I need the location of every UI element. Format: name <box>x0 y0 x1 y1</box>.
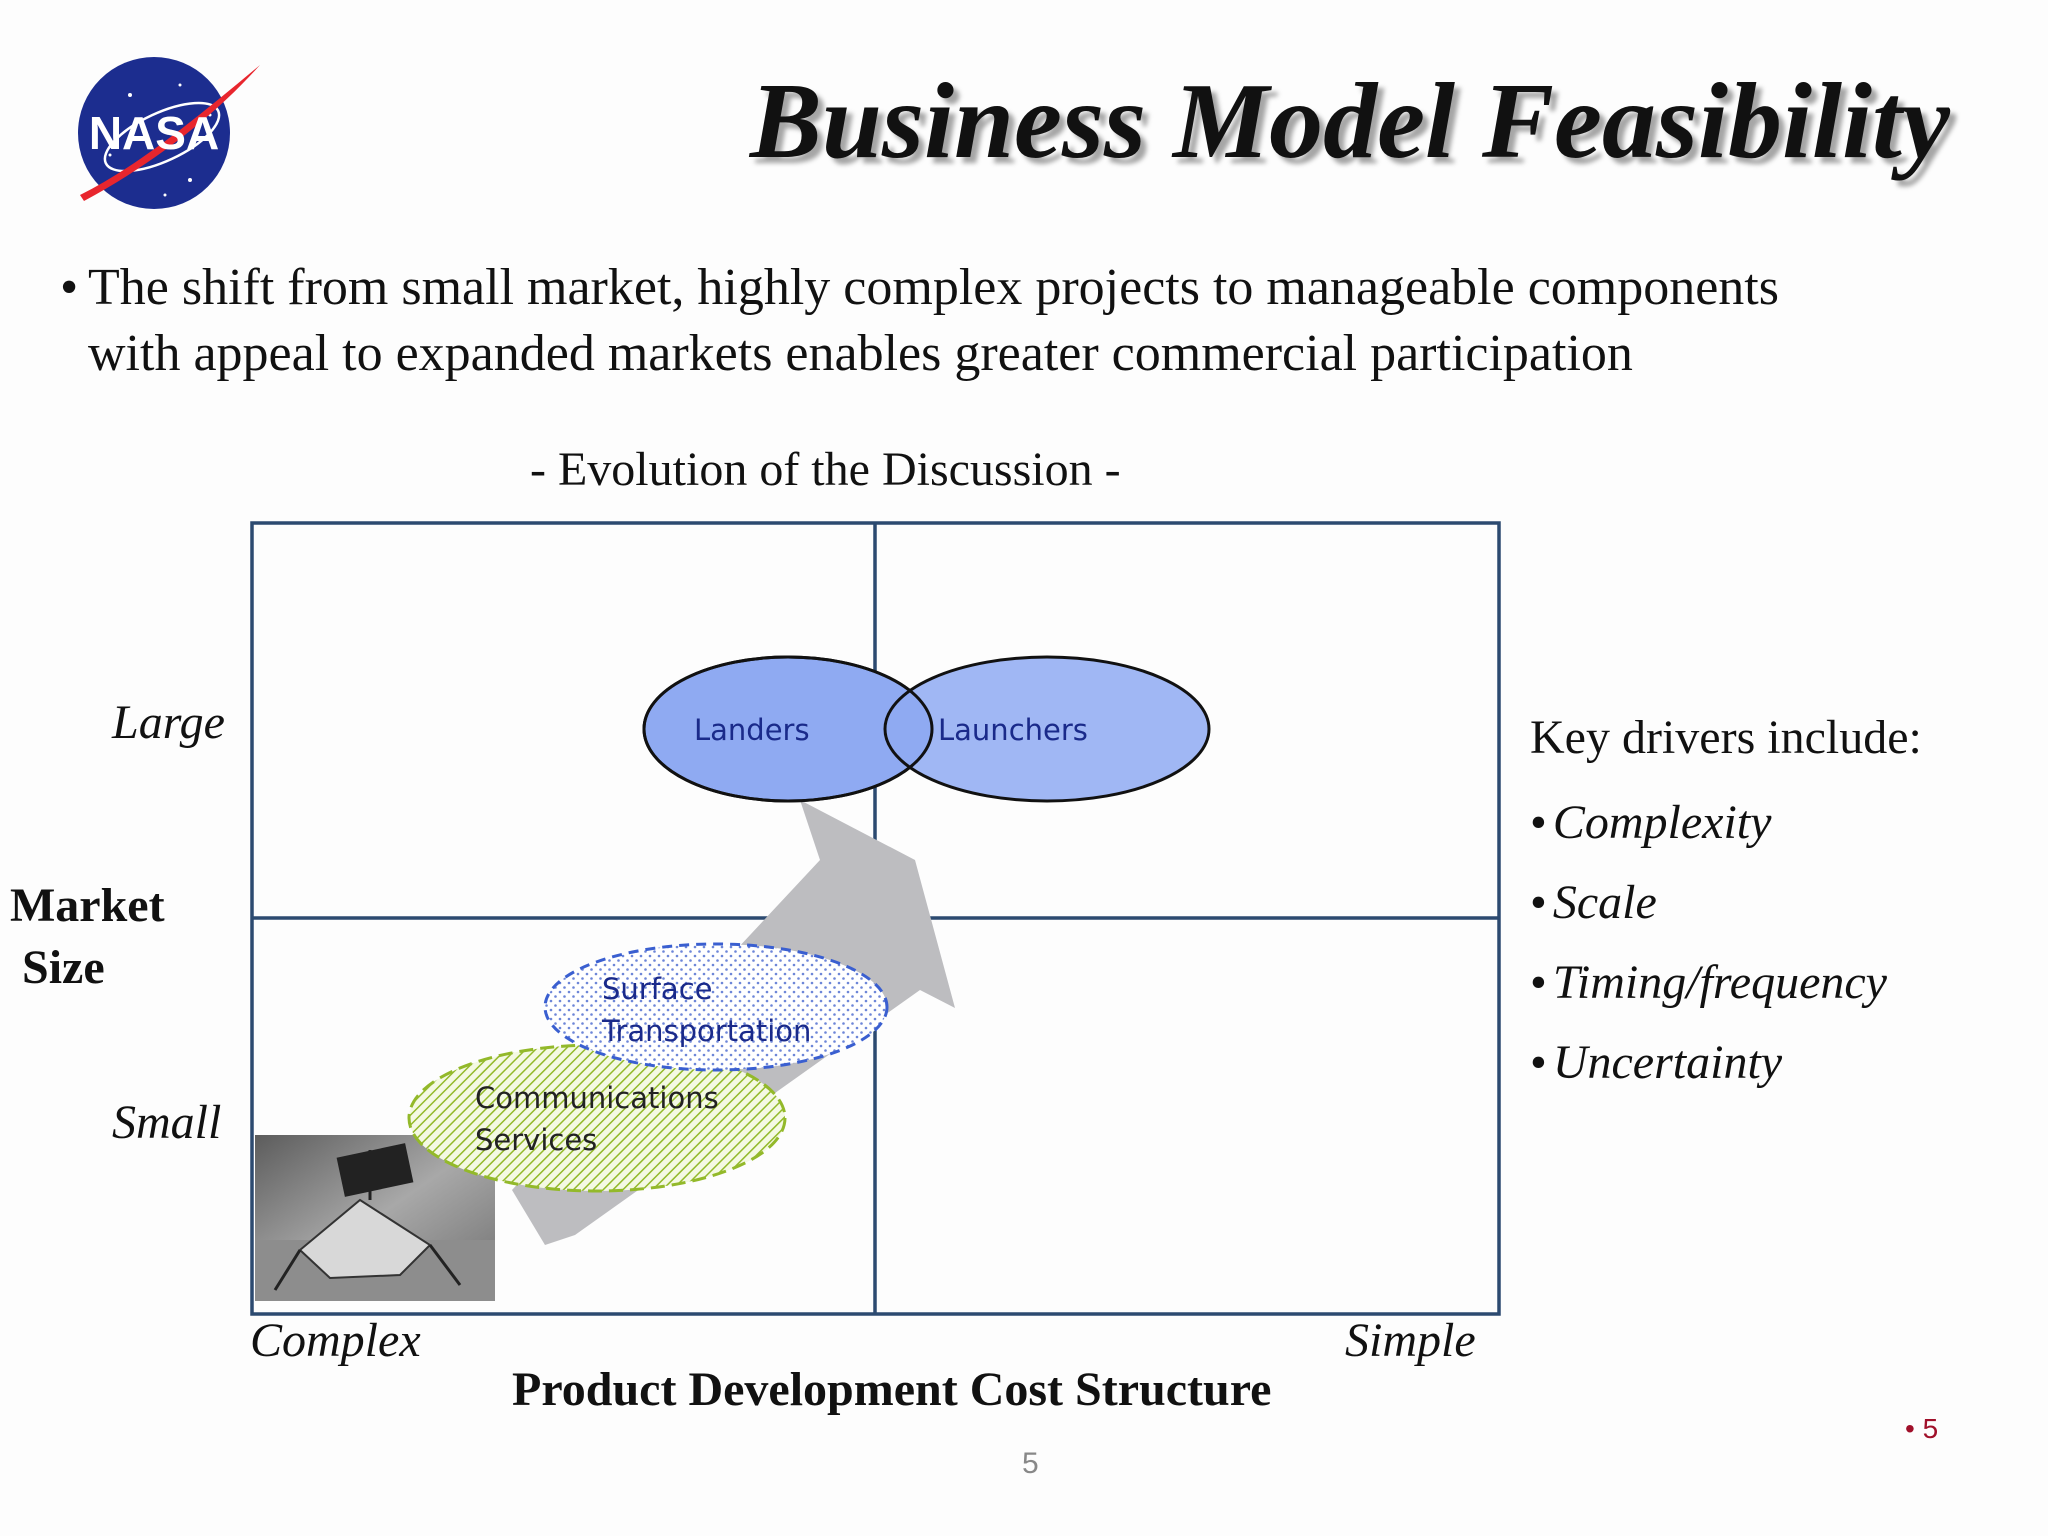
bullet-marker: • <box>60 259 79 316</box>
communications-label-line-2: Services <box>475 1123 597 1157</box>
nasa-logo: NASA <box>78 57 260 209</box>
driver-item: •Complexity <box>1530 796 1772 849</box>
key-drivers-panel: Key drivers include: •Complexity •Scale … <box>1530 710 1922 1103</box>
x-axis-title: Product Development Cost Structure <box>512 1363 1272 1416</box>
driver-item: •Timing/frequency <box>1530 956 1887 1009</box>
surface-label-line-2: Transportation <box>601 1014 811 1048</box>
x-axis-left-label: Complex <box>250 1314 421 1367</box>
slide-title: Business Model Feasibility <box>749 62 1950 181</box>
surface-transportation-oval <box>543 942 889 1072</box>
surface-label-line-1: Surface <box>602 972 712 1006</box>
bullet-line-1: The shift from small market, highly comp… <box>88 259 1779 316</box>
lunar-lander-photo <box>255 1135 495 1301</box>
bullet-line-2: with appeal to expanded markets enables … <box>88 325 1633 382</box>
communications-services-oval <box>407 1043 787 1193</box>
landers-label: Landers <box>694 713 810 747</box>
y-axis-low-label: Small <box>112 1096 222 1149</box>
key-drivers-heading: Key drivers include: <box>1530 711 1922 764</box>
x-axis-right-label: Simple <box>1345 1314 1476 1367</box>
page-number: 5 <box>1022 1447 1039 1480</box>
launchers-oval <box>883 655 1211 803</box>
communications-label-line-1: Communications <box>475 1081 719 1115</box>
svg-text:NASA: NASA <box>89 107 219 159</box>
main-bullet: • The shift from small market, highly co… <box>60 255 1960 387</box>
y-axis-high-label: Large <box>112 696 225 749</box>
launchers-label: Launchers <box>938 713 1088 747</box>
y-axis-title-line-2: Size <box>22 941 105 994</box>
corner-page-number: • 5 <box>1905 1413 1939 1444</box>
diagram-subtitle: - Evolution of the Discussion - <box>530 443 1121 496</box>
driver-item: •Scale <box>1530 876 1657 929</box>
y-axis-title: Market Size <box>10 875 165 999</box>
driver-item: •Uncertainty <box>1530 1036 1783 1089</box>
y-axis-title-line-1: Market <box>10 879 165 932</box>
